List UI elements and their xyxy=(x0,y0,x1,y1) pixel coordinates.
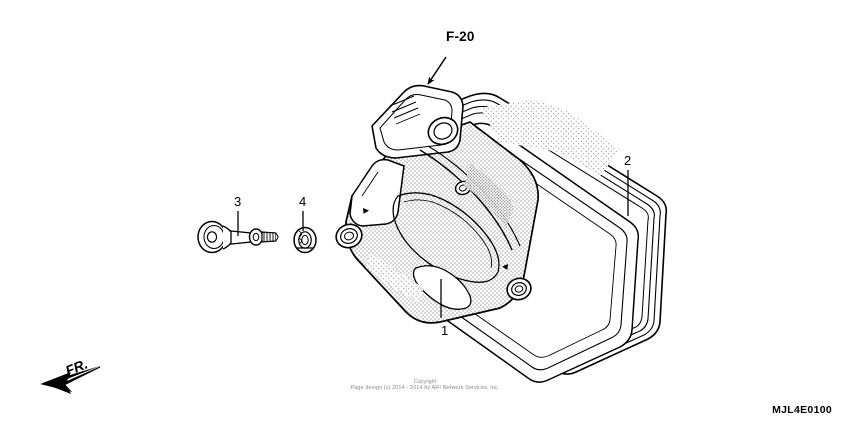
section-ref-arrow xyxy=(427,56,447,85)
camshaft-port xyxy=(427,116,459,146)
washer-part-4 xyxy=(293,226,317,254)
casting-mark-left xyxy=(363,208,369,214)
bolt-boss-lower-right xyxy=(506,277,532,301)
casting-mark-right xyxy=(502,264,508,270)
copyright-line-2: Page design (c) 2014 - 2014 by ARI Netwo… xyxy=(350,385,500,391)
callout-2-head-cover-gasket[interactable]: 2 xyxy=(624,153,632,168)
bolt-boss-left xyxy=(335,223,363,249)
callout-4-bolt-washer-grommet[interactable]: 4 xyxy=(299,194,307,209)
leader-lines xyxy=(237,170,629,318)
bolt-part-3 xyxy=(197,220,279,254)
diagram-part-number: MJL4E0100 xyxy=(772,404,832,416)
section-reference-label[interactable]: F-20 xyxy=(446,29,475,44)
callout-3-cover-bolt[interactable]: 3 xyxy=(234,194,242,209)
copyright-block: Copyright Page design (c) 2014 - 2014 by… xyxy=(0,379,850,392)
callout-1-cylinder-head-cover[interactable]: 1 xyxy=(441,323,449,338)
front-direction-arrow xyxy=(40,366,101,395)
copyright-line-1: Copyright xyxy=(413,379,437,385)
cylinder-head-cover-part-1 xyxy=(335,84,640,383)
